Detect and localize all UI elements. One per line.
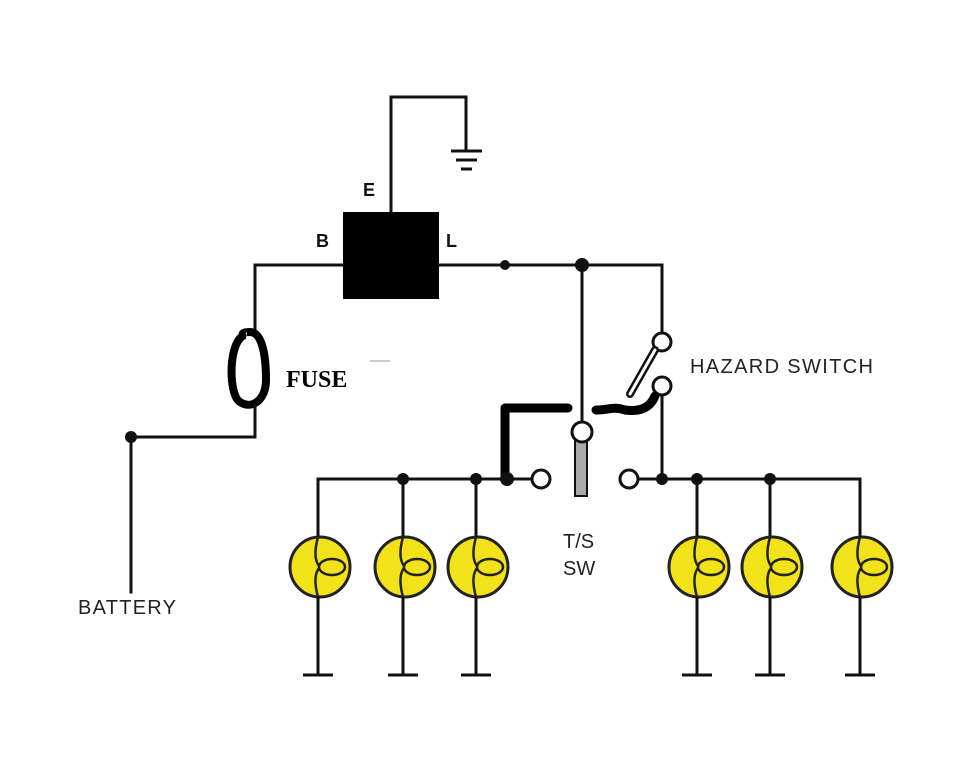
lamp-filament — [769, 557, 799, 577]
ts-lever — [574, 439, 588, 497]
lamp-right-2 — [740, 479, 804, 677]
lamp-filament — [317, 557, 347, 577]
hazard-switch-label: HAZARD SWITCH — [690, 356, 873, 378]
left-lamp-bus — [316, 477, 534, 542]
terminal-l-label: L — [446, 231, 457, 251]
ground-symbol-flasher — [451, 149, 482, 171]
hand-drawn-wire-left — [500, 403, 573, 483]
lamp-filament — [859, 557, 889, 577]
battery-wire — [129, 403, 257, 594]
ground-wire — [389, 95, 468, 214]
junction-dot — [656, 473, 668, 485]
hazard-lever — [628, 348, 657, 396]
lamp-filament — [475, 557, 505, 577]
lamps-group — [288, 479, 894, 677]
fuse-label: FUSE — [286, 367, 347, 393]
l-terminal-wire — [437, 263, 664, 342]
b-terminal-wire — [253, 263, 345, 337]
lamp-right-1 — [667, 479, 731, 677]
ts-pivot — [570, 420, 594, 444]
flasher-unit — [343, 212, 439, 299]
ts-label-line2: SW — [563, 558, 595, 580]
fuse-symbol — [227, 327, 271, 409]
right-lamp-bus — [636, 477, 862, 542]
ts-contact-right — [618, 468, 640, 490]
lamp-filament — [696, 557, 726, 577]
lamp-left-3 — [446, 479, 510, 677]
lamp-filament — [402, 557, 432, 577]
lamp-left-1 — [288, 479, 352, 677]
junction-dot — [125, 431, 137, 443]
terminal-b-label: B — [316, 231, 329, 251]
lamp-right-3 — [830, 479, 894, 677]
hazard-switch[interactable] — [626, 331, 673, 398]
hand-drawn-wire-right — [591, 391, 660, 415]
battery-label: BATTERY — [78, 597, 176, 619]
junction-dot — [500, 472, 514, 486]
turn-signal-switch[interactable] — [530, 420, 640, 497]
hazard-contact-top — [651, 331, 673, 353]
ts-contact-left — [530, 468, 552, 490]
terminal-e-label: E — [363, 180, 375, 200]
ts-label-line1: T/S — [563, 531, 594, 553]
junction-dot — [500, 260, 510, 270]
lamp-left-2 — [373, 479, 437, 677]
